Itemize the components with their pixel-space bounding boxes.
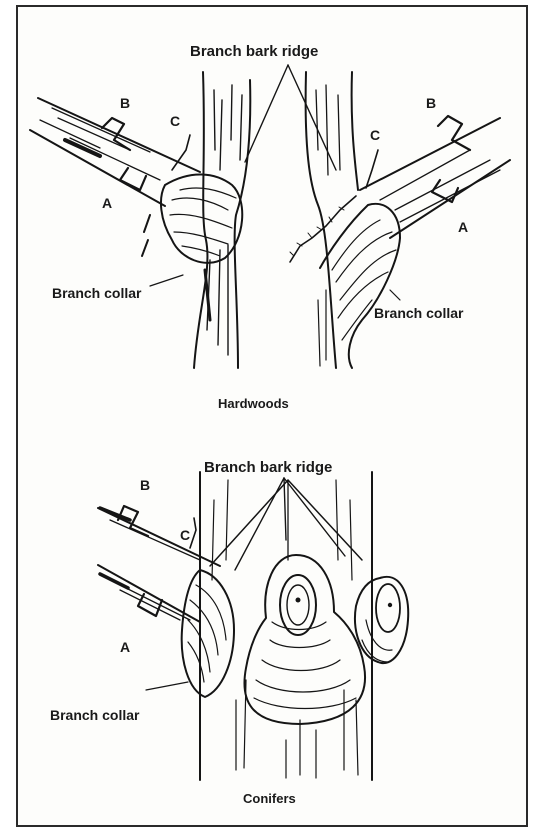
conifer-right-knot [355,577,408,663]
conifer-left-collar [182,570,234,697]
hardwoods-illustration: Branch bark ridge B C A B C A Branch col… [30,43,510,411]
left-branch-collar [142,174,242,320]
hardwoods-collar-right-label: Branch collar [374,305,464,321]
conifer-left-branch [98,506,220,622]
ridge-leader-left [245,65,288,162]
hardwoods-label-c-right: C [370,127,380,143]
conifers-label-b: B [140,477,150,493]
conifers-label-c: C [180,527,190,543]
collar-leader-right [390,290,400,300]
hardwoods-caption: Hardwoods [218,396,289,411]
hardwoods-collar-left-label: Branch collar [52,285,142,301]
hardwoods-ridge-label: Branch bark ridge [190,43,318,60]
conifers-collar-label: Branch collar [50,707,140,723]
hardwoods-label-b-right: B [426,95,436,111]
hardwoods-label-c-left: C [170,113,180,129]
conifers-caption: Conifers [243,791,296,806]
conifers-ridge-label: Branch bark ridge [204,459,332,476]
conifer-ridge-leader-left [235,478,284,570]
hardwoods-label-a-right: A [458,219,468,235]
conifer-collar-leader [146,682,188,690]
conifers-label-a: A [120,639,130,655]
hardwoods-label-a-left: A [102,195,112,211]
ridge-leader-right [288,65,336,170]
collar-leader-left [150,275,183,286]
conifer-ridge-leader-mid [284,478,286,540]
conifers-illustration: Branch bark ridge B C A Branch collar Co… [50,459,408,806]
hardwoods-label-b-left: B [120,95,130,111]
conifer-center-knot [244,555,365,724]
